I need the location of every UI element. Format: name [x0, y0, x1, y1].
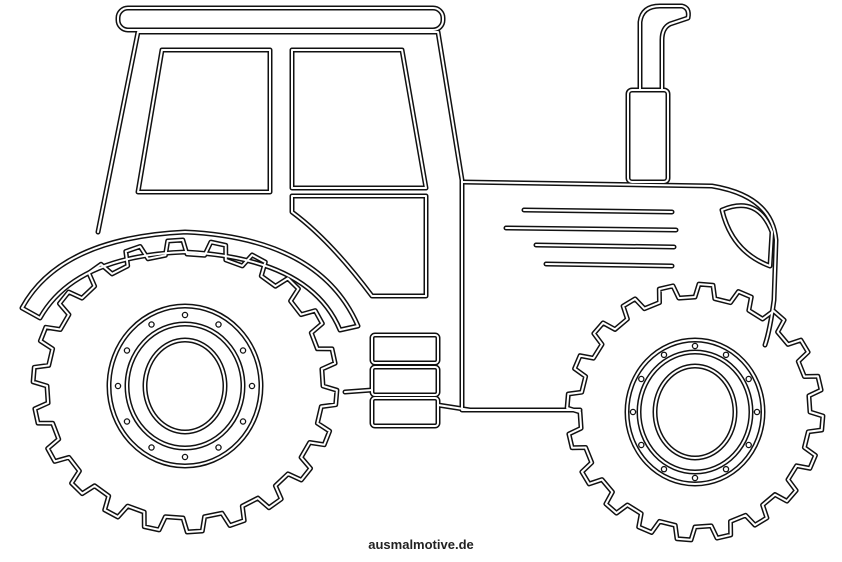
wheel-bolt	[638, 441, 645, 449]
wheel-bolt	[691, 342, 699, 350]
wheel-bolt	[239, 347, 247, 354]
wheel-bolt	[745, 441, 752, 449]
wheel-bolt	[215, 444, 222, 451]
wheel-bolt	[181, 311, 189, 319]
watermark: ausmalmotive.de	[368, 537, 474, 552]
wheel-bolt	[215, 321, 222, 328]
wheel-bolt	[691, 474, 699, 482]
wheel-bolts	[114, 311, 761, 482]
wheel-bolt	[638, 375, 645, 383]
wheel-bolt	[753, 408, 761, 416]
wheel-bolt	[148, 444, 155, 451]
wheel-bolt	[123, 347, 131, 354]
wheel-bolt	[660, 351, 668, 359]
wheel-bolt	[239, 418, 247, 425]
wheel-bolt	[181, 453, 189, 461]
wheel-bolt	[148, 321, 155, 328]
wheel-bolt	[248, 382, 256, 390]
wheel-bolt	[629, 408, 637, 416]
wheel-bolt	[722, 351, 730, 359]
wheel-bolt	[745, 375, 752, 383]
wheel-bolt	[114, 382, 122, 390]
wheel-bolt	[722, 465, 730, 473]
wheel-bolt	[123, 418, 131, 425]
wheel-bolt	[660, 465, 668, 473]
